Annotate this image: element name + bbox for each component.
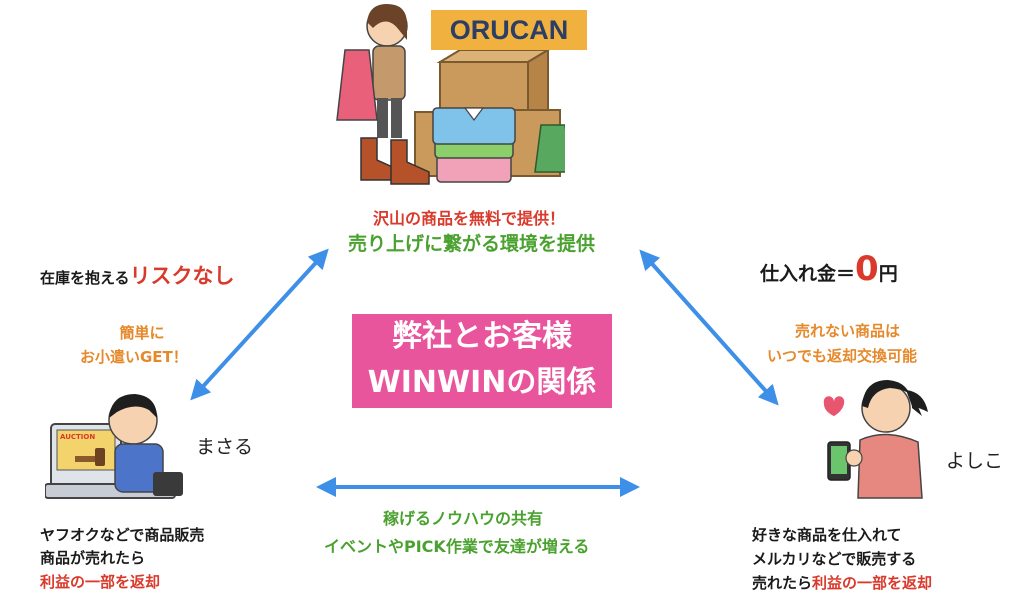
center-title-line2: WINWINの関係 (367, 365, 597, 400)
right-benefit-line1: 売れない商品は (795, 322, 901, 340)
right-desc-line3-highlight: 利益の一部を返却 (812, 574, 933, 592)
left-benefit-line1: 簡単に (119, 324, 165, 342)
left-risk-statement: 在庫を抱えるリスクなし (40, 260, 235, 290)
auction-sign: AUCTION (60, 433, 96, 441)
right-benefit-line2: いつでも返却交換可能 (767, 347, 918, 365)
orucan-logo: ORUCAN (431, 10, 587, 50)
right-desc-line3: 売れたら利益の一部を返却 (752, 572, 932, 593)
bottom-caption-knowhow: 稼げるノウハウの共有 (383, 509, 544, 528)
left-risk-prefix: 在庫を抱える (40, 269, 130, 287)
center-title-line1: 弊社とお客様 (392, 319, 572, 354)
left-benefit-line2: お小遣いGET！ (80, 348, 188, 366)
right-cost-statement: 仕入れ金＝0円 (760, 249, 898, 289)
left-desc-line2: 商品が売れたら (40, 549, 146, 567)
top-caption-free-products: 沢山の商品を無料で提供！ (373, 209, 566, 228)
left-risk-highlight: リスクなし (129, 264, 235, 288)
right-person-name: よしこ (946, 450, 1004, 472)
shop-staff-illustration (336, 4, 565, 185)
arrow-left-diagonal (190, 248, 329, 401)
seller-man-illustration (45, 394, 183, 499)
bottom-caption-events: イベントやPICK作業で友達が増える (324, 537, 590, 556)
right-cost-prefix: 仕入れ金＝ (760, 263, 856, 285)
right-cost-value: 0 (855, 249, 879, 289)
right-cost-suffix: 円 (878, 263, 898, 285)
arrow-right-diagonal (639, 249, 779, 406)
right-desc-line3-prefix: 売れたら (752, 574, 813, 592)
left-desc-line1: ヤフオクなどで商品販売 (40, 526, 205, 544)
right-desc-line1: 好きな商品を仕入れて (752, 526, 902, 544)
heart-icon (823, 396, 845, 416)
buyer-woman-illustration (823, 380, 928, 499)
right-desc-line2: メルカリなどで販売する (752, 550, 917, 568)
left-person-name: まさる (196, 436, 254, 458)
top-caption-sales-environment: 売り上げに繋がる環境を提供 (348, 233, 596, 255)
left-desc-line3: 利益の一部を返却 (40, 573, 161, 591)
winwin-center-box: 弊社とお客様 WINWINの関係 (352, 314, 612, 408)
